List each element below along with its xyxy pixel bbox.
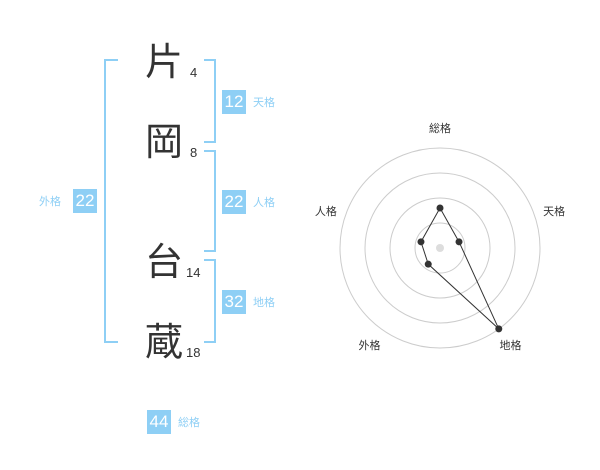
stroke-count-2: 8 bbox=[190, 145, 198, 160]
jinkaku-bracket bbox=[204, 150, 216, 252]
stroke-count-1: 4 bbox=[190, 65, 198, 80]
radar-point bbox=[424, 260, 432, 268]
radar-polygon bbox=[420, 206, 500, 330]
radar-point bbox=[417, 238, 425, 246]
radar-center bbox=[436, 244, 444, 252]
radar-point bbox=[436, 204, 444, 212]
chikaku-bracket bbox=[204, 259, 216, 343]
chikaku-score: 32 bbox=[222, 290, 246, 314]
radar-axis-label: 地格 bbox=[500, 338, 522, 352]
gaikaku-bracket bbox=[104, 59, 118, 343]
tenkaku-label: 天格 bbox=[253, 96, 275, 109]
radar-ring bbox=[364, 172, 516, 324]
soukaku-label: 総格 bbox=[178, 416, 200, 429]
name-char-2: 岡 bbox=[144, 120, 183, 164]
radar-grid bbox=[339, 147, 541, 349]
radar-ring bbox=[389, 197, 491, 299]
soukaku-score: 44 bbox=[147, 410, 171, 434]
stroke-count-4: 18 bbox=[186, 345, 201, 360]
radar-points bbox=[417, 204, 503, 333]
gaikaku-label: 外格 bbox=[39, 195, 61, 208]
radar-ring bbox=[339, 147, 541, 349]
gaikaku-score: 22 bbox=[73, 189, 97, 213]
radar-axis-label: 天格 bbox=[543, 204, 565, 218]
name-char-4: 蔵 bbox=[144, 320, 183, 364]
radar-axis-label: 外格 bbox=[358, 338, 380, 352]
name-char-3: 台 bbox=[144, 240, 183, 284]
name-char-1: 片 bbox=[144, 40, 183, 84]
tenkaku-score: 12 bbox=[222, 90, 246, 114]
stroke-count-3: 14 bbox=[186, 265, 201, 280]
jinkaku-score: 22 bbox=[222, 190, 246, 214]
radar-ring bbox=[414, 222, 466, 274]
tenkaku-bracket bbox=[204, 59, 216, 143]
radar-axis-label: 総格 bbox=[429, 121, 451, 135]
jinkaku-label: 人格 bbox=[253, 196, 275, 209]
radar-point bbox=[455, 238, 463, 246]
chikaku-label: 地格 bbox=[253, 296, 275, 309]
radar-point bbox=[495, 325, 503, 333]
radar-axis-label: 人格 bbox=[315, 204, 337, 218]
